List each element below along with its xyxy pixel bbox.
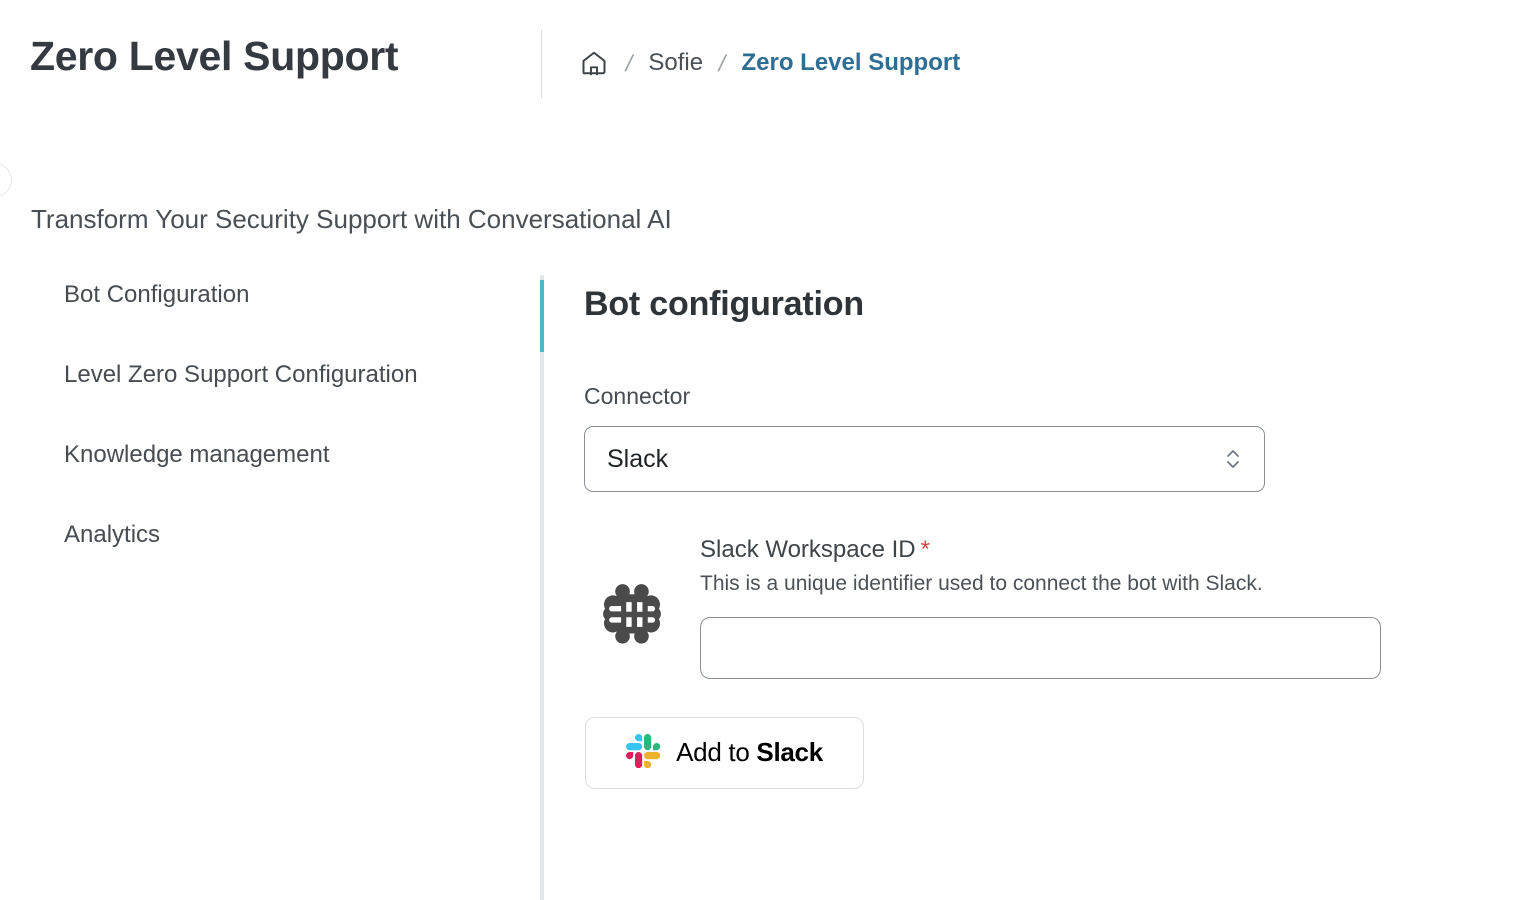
add-to-slack-label-prefix: Add to — [676, 737, 757, 768]
sidebar-item-analytics[interactable]: Analytics — [64, 521, 161, 548]
panel-title: Bot configuration — [584, 285, 864, 323]
home-icon[interactable] — [578, 47, 610, 79]
header-divider — [541, 30, 542, 98]
main-panel: Bot configuration Connector Slack — [584, 275, 1524, 789]
slack-logo-icon — [626, 734, 661, 771]
connector-select-value: Slack — [607, 444, 669, 473]
slack-workspace-id-help: This is a unique identifier used to conn… — [700, 572, 1263, 596]
slack-workspace-group: Slack Workspace ID* This is a unique ide… — [584, 536, 1524, 679]
connector-select-wrapper: Slack — [584, 426, 1265, 493]
sidebar-collapse-toggle[interactable] — [0, 163, 12, 197]
section-nav: Bot Configuration Level Zero Support Con… — [0, 275, 540, 555]
page-header: Zero Level Support / Sofie / Zero Level … — [0, 0, 1540, 130]
page-body: Bot Configuration Level Zero Support Con… — [0, 275, 1540, 900]
connector-label: Connector — [584, 383, 691, 410]
slack-workspace-id-label: Slack Workspace ID* — [700, 536, 1524, 564]
page-subtitle: Transform Your Security Support with Con… — [31, 204, 672, 234]
nav-divider — [540, 275, 544, 900]
slack-workspace-id-label-text: Slack Workspace ID — [700, 536, 916, 564]
slack-workspace-fields: Slack Workspace ID* This is a unique ide… — [680, 536, 1524, 679]
active-section-indicator — [540, 280, 544, 352]
slack-hash-icon — [584, 536, 680, 651]
breadcrumb-item-current[interactable]: Zero Level Support — [741, 49, 961, 76]
add-to-slack-button[interactable]: Add to Slack — [585, 716, 864, 789]
breadcrumb-item-sofie[interactable]: Sofie — [648, 49, 704, 76]
sidebar-item-level-zero-support-configuration[interactable]: Level Zero Support Configuration — [64, 361, 418, 388]
add-to-slack-label-brand: Slack — [756, 737, 823, 768]
connector-select[interactable]: Slack — [584, 426, 1265, 493]
required-marker: * — [920, 536, 930, 564]
page-title: Zero Level Support — [30, 33, 399, 79]
sidebar-item-knowledge-management[interactable]: Knowledge management — [64, 441, 330, 468]
breadcrumb-separator: / — [623, 49, 636, 76]
slack-workspace-id-input[interactable] — [700, 616, 1381, 679]
breadcrumb-separator: / — [716, 49, 729, 76]
sidebar-item-bot-configuration[interactable]: Bot Configuration — [64, 281, 250, 308]
breadcrumb: / Sofie / Zero Level Support — [578, 47, 960, 79]
add-to-slack-label: Add to Slack — [676, 737, 823, 768]
